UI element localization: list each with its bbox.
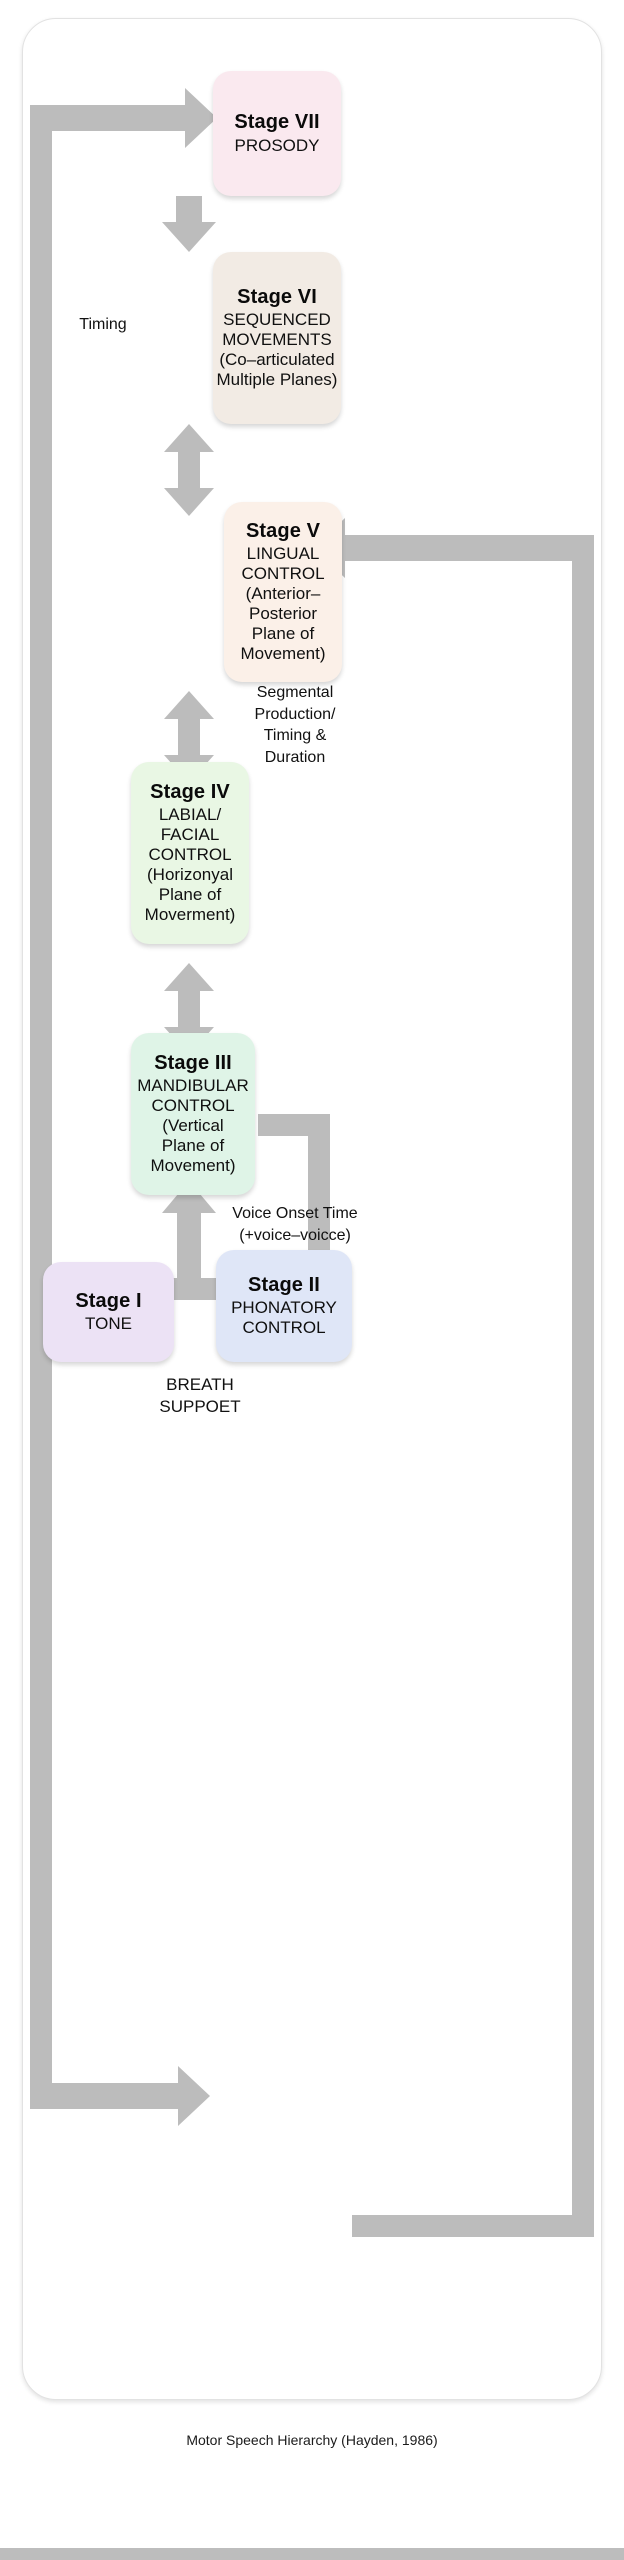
stage-subtitle-line: PHONATORY [231, 1298, 337, 1318]
wire-stage2-to-right-column [352, 2215, 594, 2237]
stage-subtitle-line: (Horizonyal [147, 865, 233, 885]
stage-subtitle-line: SEQUENCED [223, 310, 331, 330]
stage-subtitle-line: (Anterior– [245, 584, 321, 604]
label-line: Production/ [254, 705, 336, 723]
stage-subtitle-line: MOVEMENTS [222, 330, 332, 350]
label-timing: Timing [44, 314, 162, 336]
label-line: Duration [264, 748, 326, 766]
stage-box-stage-1[interactable]: Stage I TONE [43, 1262, 174, 1362]
stage-title: Stage IV [150, 780, 230, 803]
stage-subtitle: PROSODY [234, 136, 319, 156]
wire-right-vertical [572, 535, 594, 2225]
stage-box-stage-3[interactable]: Stage III MANDIBULAR CONTROL (Vertical P… [131, 1033, 255, 1195]
stage-subtitle-line: (Co–articulated [219, 350, 335, 370]
label-line: Segmental [256, 684, 334, 701]
stage-title: Stage V [245, 519, 321, 542]
stage-subtitle-line: LABIAL/ [158, 805, 222, 825]
stage-subtitle-line: Plane of [158, 885, 222, 905]
wire-timing-arrow-to-stage7 [30, 88, 217, 148]
stage-subtitle-line: MANDIBULAR [137, 1076, 249, 1096]
arrow-stage7-to-stage6 [162, 196, 216, 252]
stage-title: Stage III [154, 1051, 232, 1074]
stage-subtitle: PHONATORY CONTROL [231, 1298, 337, 1338]
stage-subtitle: MANDIBULAR CONTROL (Vertical Plane of Mo… [137, 1076, 248, 1176]
stage-subtitle-line: CONTROL [148, 845, 232, 865]
stage-subtitle: SEQUENCED MOVEMENTS (Co–articulated Mult… [217, 310, 338, 390]
label-voice-onset-time: Voice Onset Time (+voice–voicce) [204, 1203, 386, 1246]
wire-right-arrow-to-stage6 [313, 518, 594, 578]
label-line: SUPPOET [159, 1397, 241, 1417]
stage-subtitle-line: Plane of [161, 1136, 225, 1156]
figure-caption: Motor Speech Hierarchy (Hayden, 1986) [186, 2432, 438, 2448]
arrow-stage5-stage4-bidirectional [164, 691, 214, 783]
stage-subtitle-line: Movement) [150, 1156, 236, 1176]
stage-title: Stage I [75, 1289, 142, 1312]
stage-box-stage-7[interactable]: Stage VII PROSODY [213, 71, 341, 196]
stage-title: Stage II [248, 1273, 320, 1296]
arrow-stage4-stage3-bidirectional [164, 963, 214, 1055]
bottom-scrollbar[interactable] [0, 2548, 624, 2560]
label-line: Voice Onset Time [232, 1205, 358, 1222]
wire-segmental-loop [258, 1114, 330, 1290]
stage-subtitle-line: FACIAL [160, 825, 220, 845]
label-line: (+voice–voicce) [239, 1226, 351, 1244]
stage-subtitle-line: Multiple Planes) [216, 370, 338, 390]
stage-subtitle-line: (Vertical [162, 1116, 224, 1136]
stage-subtitle-line: Plane of [251, 624, 315, 644]
stage-title: Stage VII [234, 111, 320, 134]
stage-box-stage-6[interactable]: Stage VI SEQUENCED MOVEMENTS (Co–articul… [213, 252, 341, 424]
stage-subtitle-line: CONTROL [242, 1318, 326, 1338]
arrow-riser-to-stage3 [162, 1181, 216, 1292]
stage-subtitle-line: CONTROL [241, 564, 325, 584]
stage-subtitle-line: Movement) [240, 644, 326, 664]
label-line: Timing & [263, 727, 327, 745]
stage-box-stage-5[interactable]: Stage V LINGUAL CONTROL (Anterior– Poste… [224, 502, 342, 682]
arrow-stage6-stage5-bidirectional [164, 424, 214, 516]
wire-timing-vertical [30, 105, 52, 2105]
stage-subtitle: LINGUAL CONTROL (Anterior– Posterior Pla… [240, 544, 325, 664]
wire-timing-arrow-from-bottom [30, 2066, 210, 2126]
stage-subtitle-line: CONTROL [151, 1096, 235, 1116]
stage-subtitle-line: Posterior [248, 604, 318, 624]
stage-subtitle-line: LINGUAL [246, 544, 320, 564]
stage-box-stage-4[interactable]: Stage IV LABIAL/ FACIAL CONTROL (Horizon… [131, 762, 249, 944]
stage-box-stage-2[interactable]: Stage II PHONATORY CONTROL [216, 1250, 352, 1362]
label-breath-support: BREATH SUPPOET [110, 1374, 290, 1418]
stage-subtitle: LABIAL/ FACIAL CONTROL (Horizonyal Plane… [145, 805, 236, 925]
label-timing-text: Timing [79, 316, 127, 333]
stage-subtitle: TONE [85, 1314, 132, 1334]
label-line: BREATH [166, 1375, 234, 1394]
label-segmental-production: Segmental Production/ Timing & Duration [236, 682, 354, 768]
stage-subtitle-line: Moverment) [144, 905, 236, 925]
stage-subtitle-line: PROSODY [234, 135, 320, 155]
stage-subtitle-line: TONE [85, 1314, 132, 1334]
stage-title: Stage VI [237, 285, 317, 308]
